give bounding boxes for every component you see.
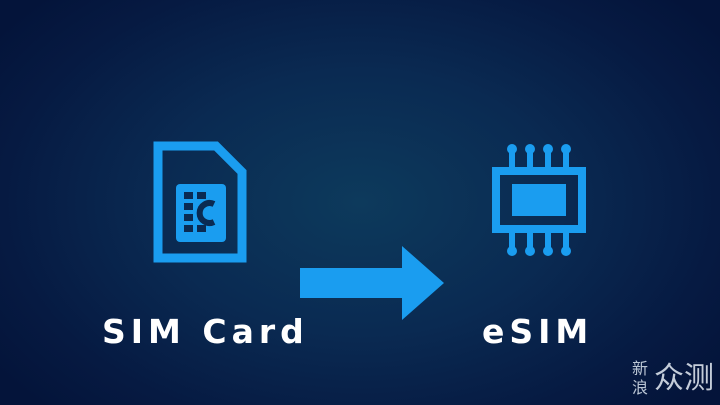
watermark-char-2: 浪	[632, 378, 649, 397]
esim-label: eSIM	[482, 312, 594, 351]
watermark: 新 浪 众测	[632, 358, 716, 400]
sim-card-icon	[153, 141, 247, 263]
esim-chip-icon	[492, 144, 586, 256]
right-arrow-icon	[300, 246, 444, 320]
watermark-text: 众测	[654, 361, 714, 396]
watermark-char-1: 新	[632, 359, 649, 378]
sim-card-label: SIM Card	[102, 312, 309, 351]
